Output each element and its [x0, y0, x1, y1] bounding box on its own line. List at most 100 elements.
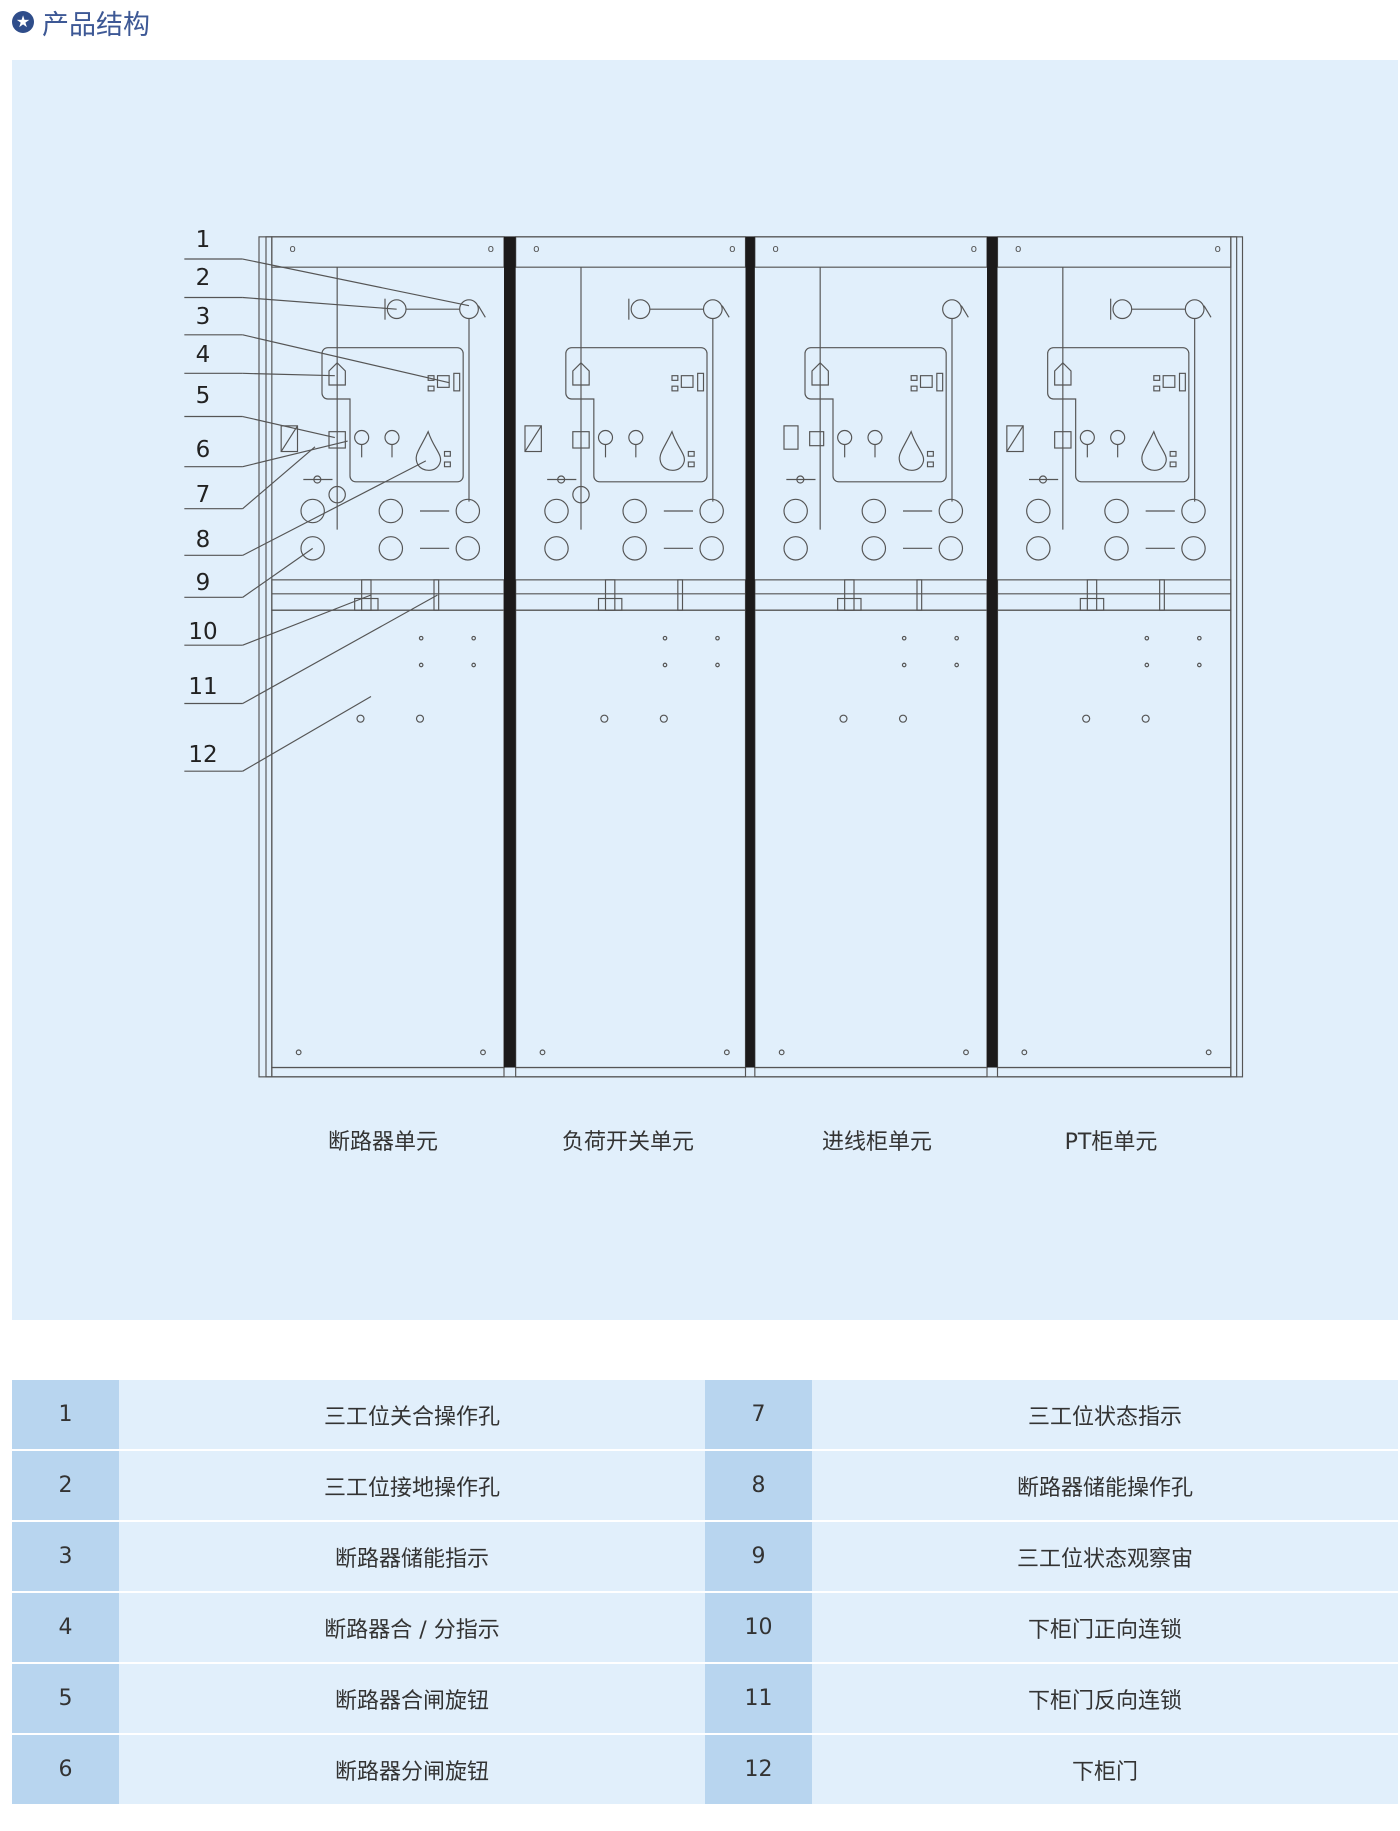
star-circle-icon: ★: [12, 11, 34, 33]
door-screw: [778, 1049, 785, 1056]
round-hole: [544, 536, 569, 561]
charging-hole-icon: [1141, 430, 1167, 471]
indicator-dot: [910, 375, 918, 381]
round-hole: [1104, 498, 1129, 524]
legend-text: 三工位状态指示: [812, 1380, 1398, 1451]
door-hole: [1141, 714, 1150, 723]
earthing-hole-icon: [702, 299, 723, 320]
interlock-plate: [1079, 597, 1105, 611]
round-hole: [455, 498, 481, 524]
small-circle: [557, 475, 566, 484]
callout-number: 9: [195, 570, 211, 597]
spring-indicator-icon: [1162, 375, 1176, 388]
line: [477, 305, 486, 318]
legend-text: 三工位接地操作孔: [119, 1450, 705, 1522]
charging-hole-icon: [898, 430, 925, 471]
position-indicator-icon: [572, 431, 590, 449]
on-off-indicator-icon: [811, 362, 829, 386]
screw-icon: o: [488, 243, 494, 255]
on-off-indicator-icon: [572, 362, 590, 386]
door-rivet: [418, 662, 424, 668]
legend-number: 6: [12, 1734, 119, 1806]
door-hole: [1082, 714, 1091, 723]
spring-indicator-icon: [919, 375, 933, 388]
legend-number: 3: [12, 1521, 119, 1593]
screw-icon: o: [729, 243, 735, 255]
door-screw: [539, 1049, 546, 1056]
round-hole: [861, 498, 887, 524]
cabinet-divider: [987, 236, 998, 1068]
lower-door: [271, 609, 505, 1069]
bottom-strip: [271, 1066, 505, 1078]
door-screw: [295, 1049, 302, 1056]
legend-number: 8: [705, 1450, 812, 1522]
spring-indicator-icon: [436, 375, 450, 388]
callout-number: 4: [195, 341, 211, 368]
door-hole: [839, 714, 848, 723]
unit-label-load-switch: 负荷开关单元: [561, 1130, 695, 1155]
indicator-dot: [671, 385, 679, 392]
legend-number: 2: [12, 1450, 119, 1522]
callout-number: 7: [195, 481, 211, 508]
indicator-bar: [697, 372, 705, 392]
interlock-plate: [597, 597, 623, 611]
close-knob-icon: [837, 429, 853, 446]
round-hole: [378, 536, 404, 561]
status-window-icon: [524, 425, 542, 453]
legend-text: 断路器储能操作孔: [812, 1450, 1398, 1522]
open-knob-icon: [628, 429, 644, 446]
small-circle: [572, 485, 590, 504]
round-hole: [1181, 498, 1206, 524]
leader-line: [242, 547, 314, 598]
round-hole: [544, 498, 569, 524]
leader-line: [242, 460, 427, 556]
callout-number: 2: [195, 264, 211, 291]
indicator-dot: [687, 461, 695, 468]
callout-number: 6: [195, 437, 211, 464]
screw-icon: o: [772, 243, 778, 255]
door-rivet: [471, 635, 476, 641]
round-hole: [699, 498, 724, 524]
control-panel: [321, 347, 464, 483]
diagram-panel: [12, 60, 1398, 1320]
indicator-bar: [1178, 372, 1186, 392]
interlock-plate: [837, 597, 862, 611]
leader-line: [242, 296, 397, 310]
door-rivet: [715, 635, 720, 641]
interlock-bolt: [844, 579, 855, 611]
top-strip: [754, 236, 988, 268]
round-hole: [861, 536, 887, 561]
legend-text: 断路器合闸旋钮: [119, 1663, 705, 1735]
door-rivet: [954, 662, 960, 668]
side-post: [1230, 236, 1238, 1078]
indicator-dot: [671, 375, 679, 381]
legend-text: 三工位状态观察宙: [812, 1521, 1398, 1593]
position-indicator-icon: [1054, 431, 1072, 449]
unit-label-pt: PT柜单元: [1064, 1130, 1158, 1155]
line: [721, 305, 730, 318]
indicator-dot: [926, 461, 934, 468]
legend-text: 三工位关合操作孔: [119, 1380, 705, 1451]
screw-icon: o: [971, 243, 977, 255]
close-knob-icon: [354, 429, 370, 446]
leader-line: [242, 446, 316, 510]
indicator-dot: [1153, 385, 1161, 392]
leader-line: [242, 696, 372, 772]
round-hole: [1026, 536, 1051, 561]
open-knob-icon: [867, 429, 883, 446]
legend-number: 1: [12, 1380, 119, 1451]
leader-line: [242, 415, 335, 439]
on-off-indicator-icon: [1054, 362, 1072, 386]
round-hole: [622, 536, 647, 561]
door-hole: [659, 714, 668, 723]
door-hole: [415, 714, 425, 723]
legend-number: 7: [705, 1380, 812, 1451]
section-header: ★ 产品结构: [12, 2, 150, 42]
interlock-rail: [996, 579, 1232, 611]
door-hole: [898, 714, 908, 723]
